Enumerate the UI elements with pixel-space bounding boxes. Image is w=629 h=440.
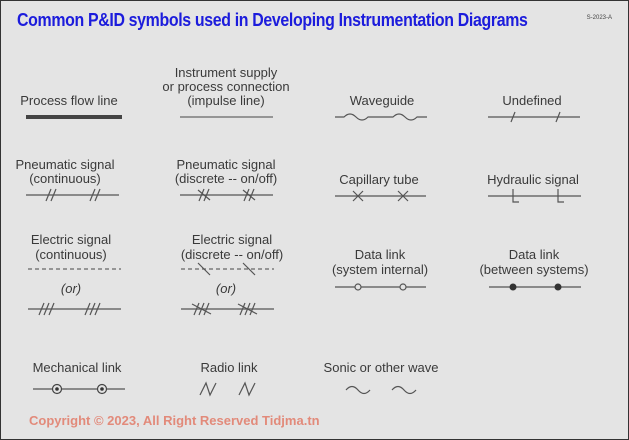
data-between-node (554, 283, 562, 291)
symbol-electric-discrete: Electric signal (discrete -- on/off) (or… (181, 232, 283, 316)
symbol-sonic-wave: Sonic or other wave (324, 360, 439, 395)
label-instrument-supply-3: (impulse line) (187, 93, 264, 108)
data-internal-node (399, 283, 407, 291)
label-electric-or: (or) (61, 281, 81, 296)
label-process-flow: Process flow line (20, 93, 118, 108)
symbol-pneumatic-continuous: Pneumatic signal (continuous) (16, 157, 119, 202)
label-data-between-1: Data link (509, 247, 560, 262)
label-mechanical: Mechanical link (33, 360, 122, 375)
symbol-pneumatic-discrete: Pneumatic signal (discrete -- on/off) (175, 157, 277, 202)
label-sonic: Sonic or other wave (324, 360, 439, 375)
label-waveguide: Waveguide (350, 93, 415, 108)
undefined-tick (510, 111, 516, 123)
label-radio: Radio link (200, 360, 258, 375)
capillary-crosses (352, 190, 409, 202)
symbol-undefined: Undefined (488, 93, 580, 123)
symbol-data-link-between: Data link (between systems) (479, 247, 589, 291)
symbol-hydraulic: Hydraulic signal (487, 172, 581, 203)
data-internal-node (354, 283, 362, 291)
sonic-wave-marks (345, 385, 417, 395)
electric-discrete-backslash (197, 262, 256, 276)
label-pneumatic-continuous-2: (continuous) (29, 171, 101, 186)
label-electric-discrete-1: Electric signal (192, 232, 272, 247)
symbol-electric-continuous: Electric signal (continuous) (or) (28, 232, 121, 316)
symbol-data-link-internal: Data link (system internal) (332, 247, 428, 291)
undefined-tick (555, 111, 561, 123)
data-between-node (509, 283, 517, 291)
label-pneumatic-continuous-1: Pneumatic signal (16, 157, 115, 172)
label-data-between-2: (between systems) (479, 262, 588, 277)
label-electric-continuous-1: Electric signal (31, 232, 111, 247)
label-pneumatic-discrete-1: Pneumatic signal (177, 157, 276, 172)
symbol-process-flow: Process flow line (20, 93, 122, 119)
electric-discrete-marks (191, 302, 258, 316)
pneumatic-hash-marks (45, 188, 101, 202)
label-pneumatic-discrete-2: (discrete -- on/off) (175, 171, 277, 186)
pneumatic-discrete-marks (197, 188, 256, 202)
symbol-waveguide: Waveguide (335, 93, 427, 121)
symbol-radio-link: Radio link (199, 360, 258, 397)
label-electric-discrete-2: (discrete -- on/off) (181, 247, 283, 262)
radio-zigzag-marks (199, 381, 256, 397)
label-electric-discrete-or: (or) (216, 281, 236, 296)
mechanical-node-center (55, 387, 59, 391)
label-undefined: Undefined (502, 93, 561, 108)
label-data-internal-2: (system internal) (332, 262, 428, 277)
hydraulic-l-marks (512, 189, 564, 203)
label-electric-continuous-2: (continuous) (35, 247, 107, 262)
copyright-notice: Copyright © 2023, All Right Reserved Tid… (29, 413, 320, 428)
label-capillary: Capillary tube (339, 172, 419, 187)
document-code: S-2023-A (586, 15, 612, 21)
label-instrument-supply-2: or process connection (162, 79, 289, 94)
symbol-instrument-supply: Instrument supply or process connection … (162, 65, 290, 118)
electric-triple-hash (38, 302, 101, 316)
label-instrument-supply-1: Instrument supply (175, 65, 278, 80)
label-hydraulic: Hydraulic signal (487, 172, 579, 187)
diagram-title: Common P&ID symbols used in Developing I… (17, 9, 528, 30)
symbol-capillary: Capillary tube (335, 172, 426, 202)
waveguide-line (335, 113, 427, 121)
symbol-mechanical-link: Mechanical link (33, 360, 125, 395)
label-data-internal-1: Data link (355, 247, 406, 262)
mechanical-node-center (100, 387, 104, 391)
